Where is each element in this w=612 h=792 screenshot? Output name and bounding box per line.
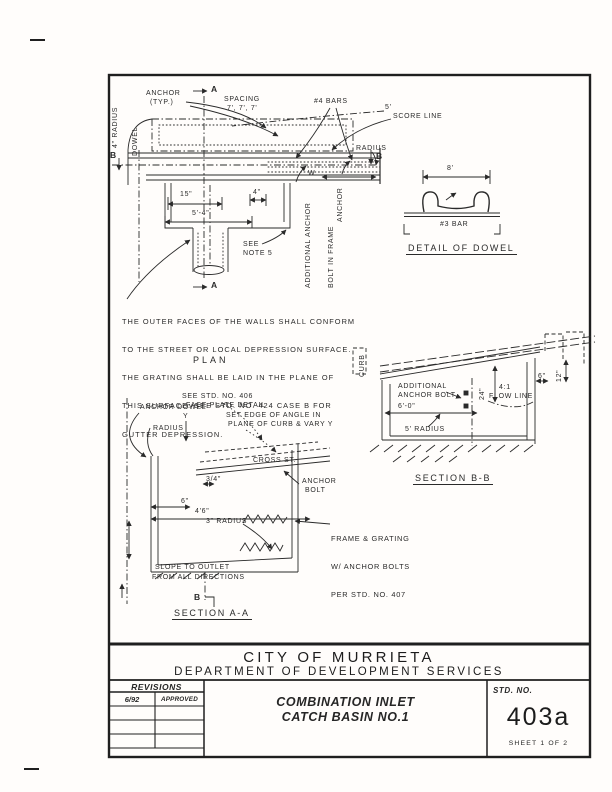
section-aa-dim-6in: 6" (181, 498, 189, 505)
plan-section-marker-a-top: A (211, 84, 218, 94)
section-aa-label-3in-radius: 3" RADIUS (206, 518, 248, 525)
plan-label-anchor-vertical: ANCHOR (337, 187, 344, 222)
plan-label-score-line: SCORE LINE (393, 113, 443, 120)
sheet-border (24, 39, 592, 770)
section-aa-linework (119, 398, 331, 607)
plan-dim-5ft4in: 5'-4" (192, 210, 210, 217)
plan-section-marker-b-left: B (110, 150, 117, 160)
section-bb-label-additional-anchor-line2: ANCHOR BOLT (398, 392, 456, 399)
section-aa-label-anchor-bolt-line1: ANCHOR (302, 478, 337, 485)
plan-label-spacing-line2: 7', 7', 7' (227, 105, 258, 112)
revision-status: APPROVED (161, 696, 198, 703)
section-aa-label-slope-line1: SLOPE TO OUTLET (155, 564, 230, 571)
general-note-line2: TO THE STREET OR LOCAL DEPRESSION SURFAC… (122, 345, 352, 355)
plan-dim-15in: 15" (180, 191, 193, 198)
sheet-number: SHEET 1 OF 2 (508, 740, 569, 747)
frame-grating-note-line3: PER STD. NO. 407 (331, 590, 406, 600)
section-aa-label-face-plate-line1: SEE STD. NO. 406 (182, 393, 254, 400)
section-aa-label-vary-y: Y (183, 413, 189, 420)
plan-label-anchor-typ-line2: (TYP.) (150, 99, 174, 106)
section-aa-dim-3-4in: 3/4" (206, 476, 222, 483)
section-aa-dim-4ft6in: 4'6" (195, 508, 210, 515)
section-bb-label-5ft-radius: 5' RADIUS (405, 426, 445, 433)
section-aa-label-anchor-dowel: ANCHOR DOWEL (140, 404, 207, 411)
plan-label-dowel-vertical: DOWEL (132, 126, 139, 156)
section-aa-label-face-plate-line2: FACE PLATE DETAIL (186, 402, 266, 409)
plan-dim-4in: 4" (253, 189, 261, 196)
dowel-detail-linework (403, 170, 501, 235)
drawing-title-line2: CATCH BASIN NO.1 (281, 710, 410, 724)
std-no-value: 403a (506, 703, 571, 731)
plan-section-marker-b-right: B (376, 151, 383, 161)
plan-section-marker-a-bottom: A (211, 280, 218, 290)
general-note-line1: THE OUTER FACES OF THE WALLS SHALL CONFO… (122, 316, 356, 326)
section-aa-label-radius: RADIUS (153, 425, 184, 432)
drawing-title-line1: COMBINATION INLET (276, 695, 415, 709)
plan-dim-w: W (308, 170, 316, 177)
plan-label-radius: RADIUS (356, 145, 387, 152)
revisions-header: REVISIONS (131, 682, 182, 692)
title-block-rules (109, 642, 590, 757)
dowel-dim-8ft: 8' (447, 165, 454, 172)
section-aa-label-slope-line2: FROM ALL DIRECTIONS (152, 574, 245, 581)
section-aa-label-set-edge-line1: SET EDGE OF ANGLE IN (226, 412, 322, 419)
section-aa-marker-b: B (194, 592, 201, 602)
frame-grating-note-line1: FRAME & GRATING (331, 533, 410, 543)
plan-label-see-note-line1: SEE (243, 241, 260, 248)
section-aa-label-set-edge-line2: PLANE OF CURB & VARY Y (228, 421, 334, 428)
section-bb-dim-6in: 6" (538, 373, 546, 380)
section-bb-label-additional-anchor-line1: ADDITIONAL (398, 383, 448, 390)
plan-label-five-ft: 5' (385, 104, 392, 111)
frame-grating-note-line2: W/ ANCHOR BOLTS (331, 562, 410, 572)
plan-label-bars: #4 BARS (314, 98, 348, 105)
plan-label-spacing-line1: SPACING (224, 96, 260, 103)
section-aa-label-cross-st: CROSS ST. (253, 457, 297, 464)
section-bb-label-flow-line: FLOW LINE (489, 393, 534, 400)
plan-title: PLAN (193, 355, 229, 365)
general-note-line4: THIS SURFACE. SEE STD. NO. 424 CASE B FO… (122, 401, 332, 411)
dowel-detail-title: DETAIL OF DOWEL (406, 243, 517, 256)
section-bb-label-curb-vertical: CURB (359, 354, 366, 377)
plan-label-see-note-line2: NOTE 5 (243, 250, 273, 257)
frame-grating-note: FRAME & GRATING W/ ANCHOR BOLTS PER STD.… (331, 515, 410, 609)
plan-label-additional-anchor: ADDITIONAL ANCHOR BOLT IN FRAME (289, 202, 344, 288)
section-bb-dim-24in-vertical: 24" (479, 387, 486, 400)
general-note-line3: THE GRATING SHALL BE LAID IN THE PLANE O… (122, 373, 335, 383)
general-note: THE OUTER FACES OF THE WALLS SHALL CONFO… (122, 298, 355, 449)
section-aa-label-anchor-bolt-line2: BOLT (305, 487, 326, 494)
std-no-label: STD. NO. (493, 686, 533, 695)
dowel-bar-label: #3 BAR (440, 221, 469, 228)
section-bb-label-slope: 4:1 (499, 384, 511, 391)
title-block-department: DEPARTMENT OF DEVELOPMENT SERVICES (174, 666, 504, 678)
section-bb-dim-12in-vertical: 12" (556, 369, 563, 382)
plan-linework (112, 88, 392, 300)
section-aa-title: SECTION A-A (172, 608, 252, 621)
section-bb-linework (352, 331, 596, 463)
section-bb-title: SECTION B-B (413, 473, 494, 486)
general-note-line5: GUTTER DEPRESSION. (122, 429, 224, 439)
plan-label-additional-anchor-line1: ADDITIONAL ANCHOR (304, 202, 312, 288)
plan-label-anchor-typ-line1: ANCHOR (146, 90, 181, 97)
revision-date: 6/92 (124, 695, 140, 704)
title-block-city: CITY OF MURRIETA (243, 649, 435, 666)
section-bb-dim-6ft0in: 6'-0" (398, 403, 416, 410)
plan-label-4in-radius-vertical: 4" RADIUS (112, 106, 119, 148)
plan-label-additional-anchor-line2: BOLT IN FRAME (328, 225, 336, 288)
